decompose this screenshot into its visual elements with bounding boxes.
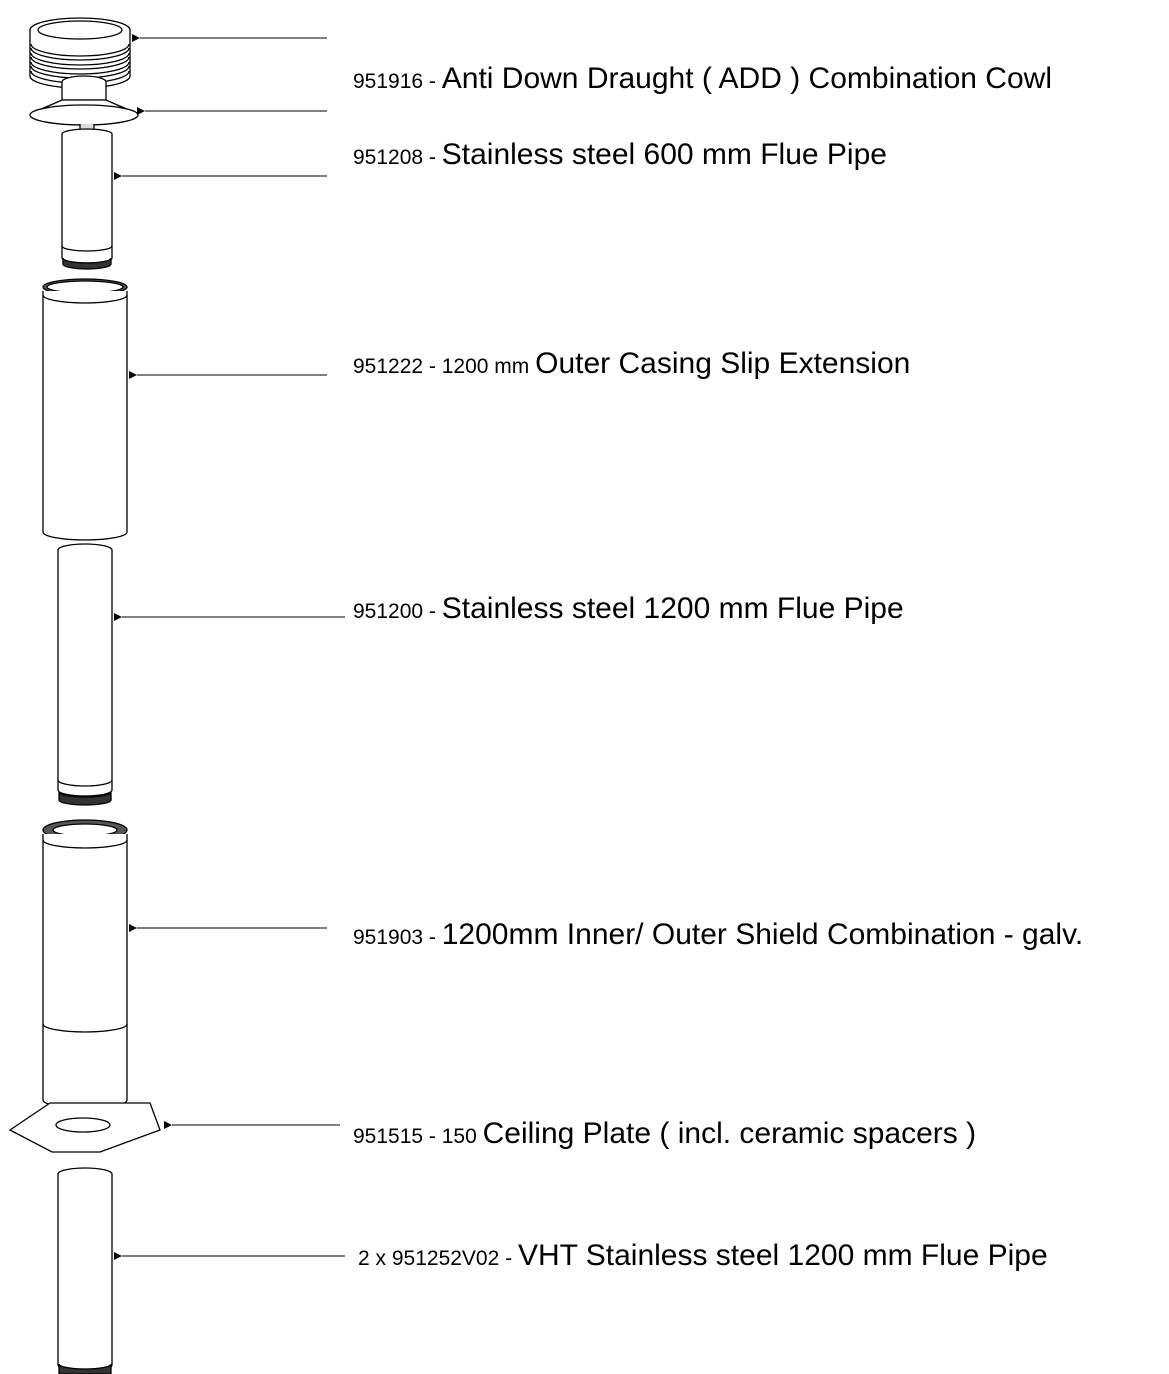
part-code: 951222 - — [353, 355, 442, 378]
flue-pipe-600-part — [61, 128, 113, 270]
part-size: 1200 mm — [441, 355, 536, 378]
part-name: Ceiling Plate ( incl. ceramic spacers ) — [482, 1117, 977, 1150]
inner-outer-shield-combination-part — [42, 819, 128, 1109]
ceiling-plate-part — [8, 1102, 161, 1153]
part-code: 951208 - — [353, 146, 442, 169]
part-name: Stainless steel 1200 mm Flue Pipe — [441, 592, 904, 625]
label-951208: 951208 - Stainless steel 600 mm Flue Pip… — [353, 140, 887, 170]
label-951252v02: 2 x 951252V02 - VHT Stainless steel 1200… — [358, 1241, 1048, 1271]
outer-casing-slip-extension-part — [42, 278, 128, 541]
part-code: 951916 - — [353, 70, 442, 93]
label-951200: 951200 - Stainless steel 1200 mm Flue Pi… — [353, 594, 904, 624]
part-code: 2 x 951252V02 - — [358, 1247, 518, 1270]
part-code: 951903 - — [353, 926, 442, 949]
part-name: VHT Stainless steel 1200 mm Flue Pipe — [517, 1239, 1048, 1272]
part-code: 951515 - — [353, 1125, 442, 1148]
label-951222: 951222 - 1200 mm Outer Casing Slip Exten… — [353, 349, 910, 379]
part-name: Anti Down Draught ( ADD ) Combination Co… — [441, 62, 1052, 95]
part-name: Stainless steel 600 mm Flue Pipe — [441, 138, 887, 171]
flue-pipe-1200-part — [57, 543, 113, 806]
vht-flue-pipe-part — [57, 1167, 113, 1374]
cowl-cone-part — [29, 75, 139, 133]
part-code: 951200 - — [353, 600, 442, 623]
label-951515: 951515 - 150 Ceiling Plate ( incl. ceram… — [353, 1119, 976, 1149]
label-951916: 951916 - Anti Down Draught ( ADD ) Combi… — [353, 64, 1052, 94]
part-size: 150 — [441, 1125, 483, 1148]
part-name: 1200mm Inner/ Outer Shield Combination -… — [441, 918, 1084, 951]
label-951903: 951903 - 1200mm Inner/ Outer Shield Comb… — [353, 920, 1083, 950]
part-name: Outer Casing Slip Extension — [535, 347, 911, 380]
